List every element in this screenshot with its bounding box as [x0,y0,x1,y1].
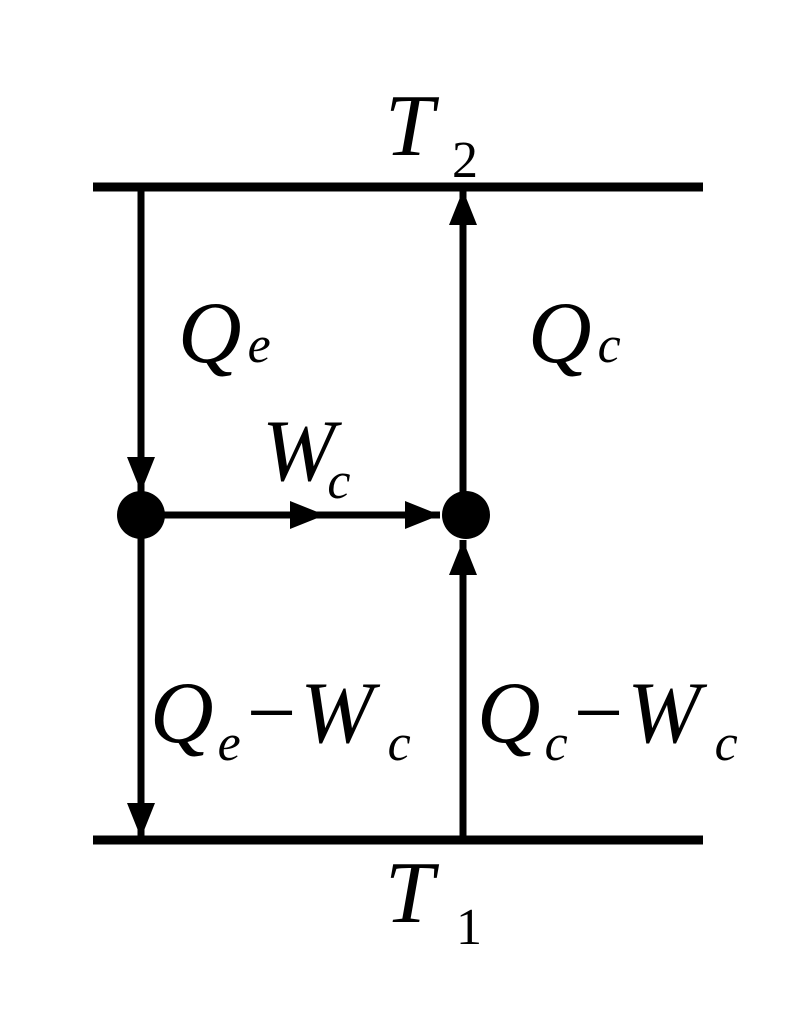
wc-symbol: W [262,403,342,500]
qe-minus-wc-operator: − [247,665,297,762]
right-node [442,491,490,539]
wc-label: Wc [262,403,350,510]
t2-subscript: 2 [452,132,478,189]
t1-subscript: 1 [456,899,482,956]
qc-symbol: Q [528,285,592,382]
qc-minus-wc-w: W [627,665,707,762]
t2-symbol: T [385,78,440,175]
qc-minus-wc-c2: c [715,715,738,772]
qe-minus-wc-w: W [300,665,380,762]
qc-minus-wc-q: Q [477,665,541,762]
qc-minus-wc-c1: c [545,715,568,772]
qe-subscript: e [248,317,271,374]
qe-minus-wc-e: e [218,715,241,772]
qc-subscript: c [598,317,621,374]
t1-symbol: T [385,845,440,942]
qe-symbol: Q [178,285,242,382]
qe-minus-wc-q: Q [150,665,214,762]
left-node [117,491,165,539]
wc-subscript: c [327,453,350,510]
qe-minus-wc-c: c [388,715,411,772]
qc-minus-wc-operator: − [574,665,624,762]
